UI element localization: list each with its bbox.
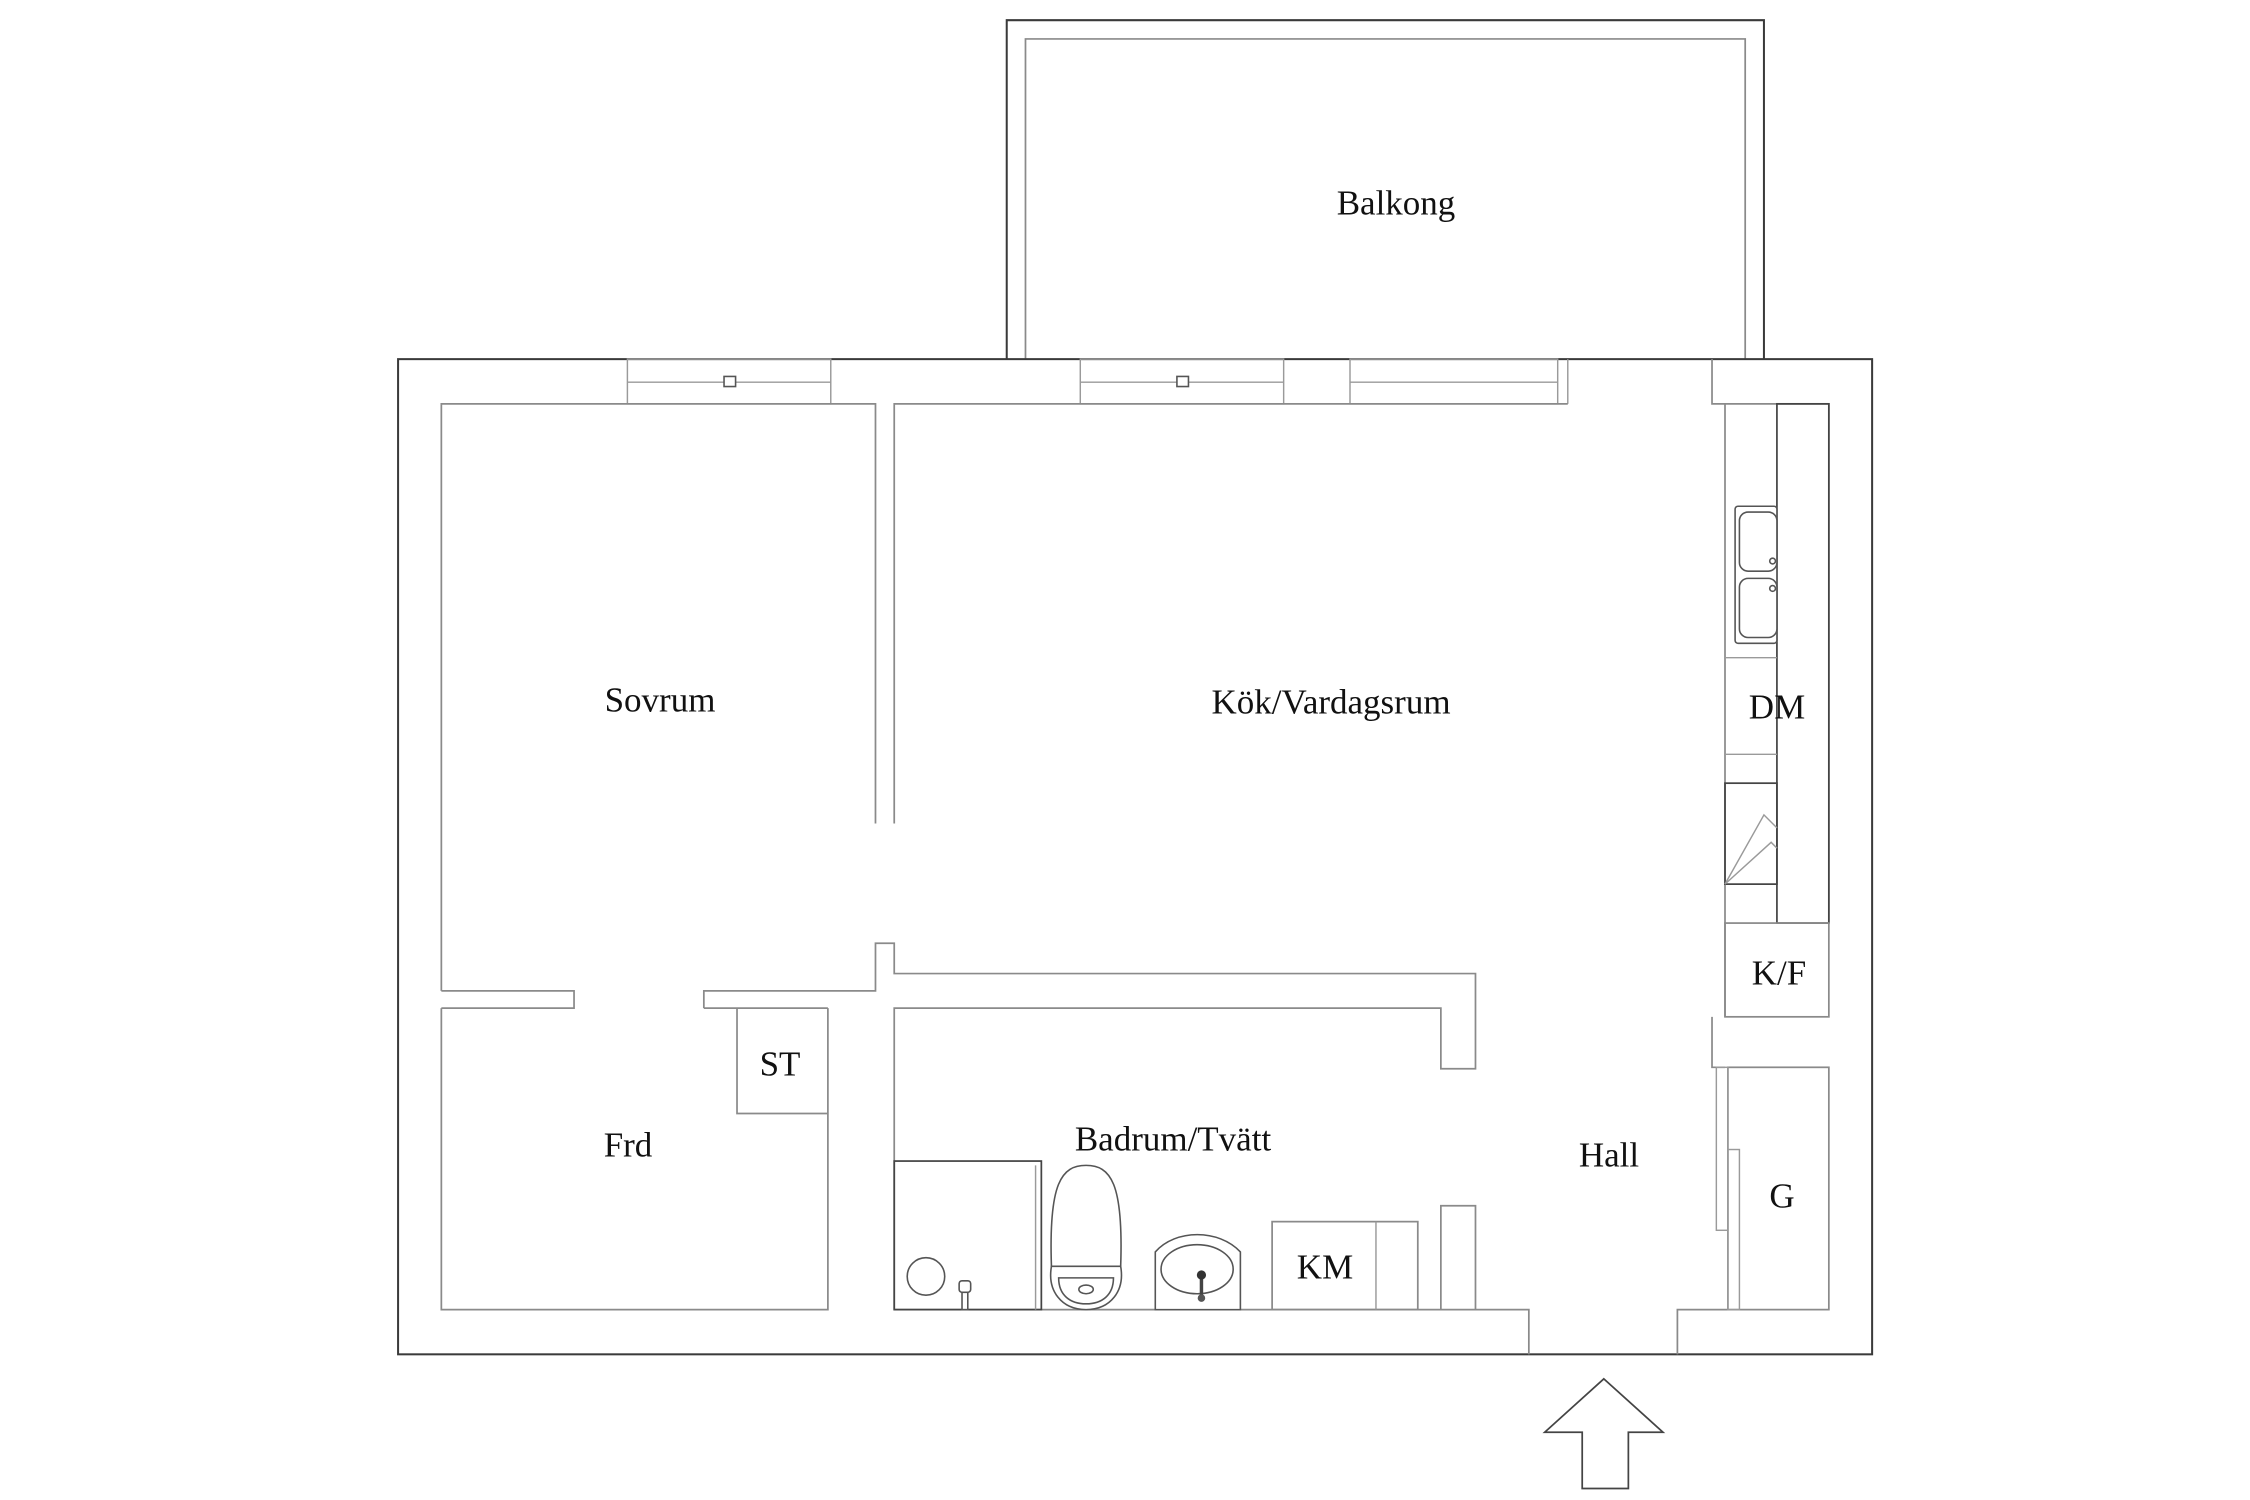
stove-icon xyxy=(1724,782,1778,885)
room-label-sovrum: Sovrum xyxy=(604,680,716,720)
room-label-hall: Hall xyxy=(1578,1135,1640,1175)
outer-wall xyxy=(397,358,1874,1356)
sink-icon xyxy=(1154,1233,1242,1311)
window-kok xyxy=(1079,358,1285,405)
room-label-kf: K/F xyxy=(1751,953,1807,993)
kitchen-sink-icon xyxy=(1734,505,1778,645)
shower-icon xyxy=(893,1160,1043,1311)
washing-machine xyxy=(1271,1220,1419,1311)
entrance-arrow-icon xyxy=(1542,1377,1666,1490)
room-label-badrum-tvatt: Badrum/Tvätt xyxy=(1074,1119,1272,1159)
room-label-g: G xyxy=(1769,1176,1795,1216)
balcony-door xyxy=(1349,358,1569,405)
toilet-icon xyxy=(1049,1164,1123,1311)
room-label-balkong: Balkong xyxy=(1336,183,1456,223)
room-label-dm: DM xyxy=(1748,687,1806,727)
room-label-km: KM xyxy=(1296,1247,1354,1287)
room-label-frd: Frd xyxy=(603,1125,653,1165)
balcony xyxy=(1005,19,1765,360)
inner-walls xyxy=(440,359,1830,1355)
room-label-kok-vardagsrum: Kök/Vardagsrum xyxy=(1211,682,1451,722)
window-sovrum xyxy=(626,358,832,405)
room-label-st: ST xyxy=(759,1044,801,1084)
